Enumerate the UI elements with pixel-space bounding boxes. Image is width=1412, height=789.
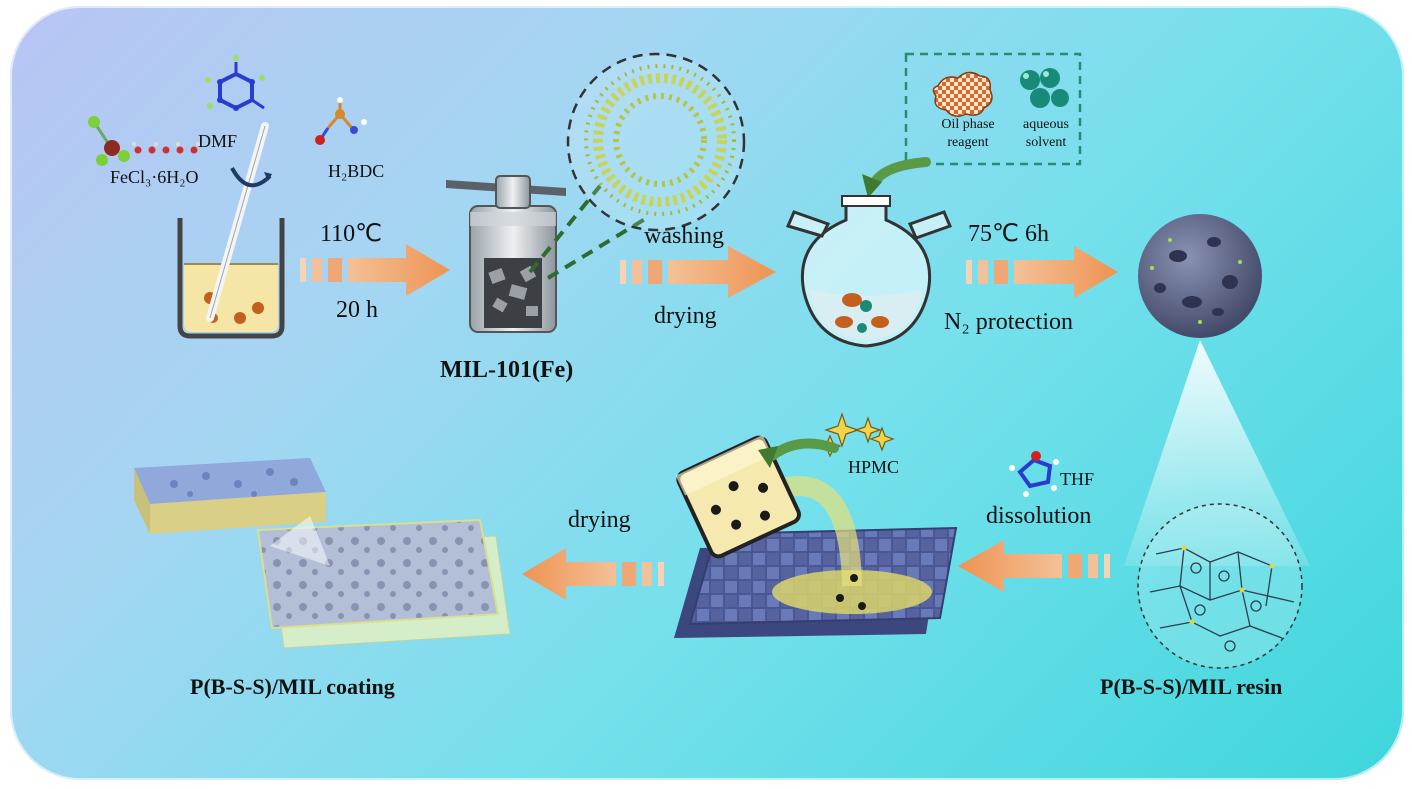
autoclave-icon — [446, 175, 566, 333]
coating-block-icon — [134, 458, 326, 534]
arrow-step2-icon — [620, 246, 776, 298]
fecl3-molecule-icon — [88, 116, 200, 166]
dmf-label: DMF — [198, 131, 238, 151]
oil-phase-label-1: Oil phase — [941, 117, 995, 132]
curved-arrow-icon — [862, 157, 931, 198]
curved-arrow-hpmc-icon — [758, 438, 839, 468]
step2-washing-label: washing — [644, 223, 724, 249]
aqueous-label-1: aqueous — [1023, 117, 1069, 132]
thf-molecule-icon — [1009, 451, 1059, 497]
three-neck-flask-icon — [785, 195, 953, 348]
aqueous-label-2: solvent — [1025, 135, 1067, 150]
arrow-step1-icon — [300, 244, 450, 296]
coating-layers-icon — [256, 516, 511, 649]
oil-phase-label-2: reagent — [947, 135, 989, 150]
pouring-beaker-icon — [675, 434, 801, 559]
resin-label: P(B-S-S)/MIL resin — [1100, 674, 1283, 699]
mof-structure-icon — [566, 52, 746, 232]
beaker-icon — [177, 122, 285, 339]
fabric-substrate-icon — [674, 476, 958, 638]
dissolution-label: dissolution — [986, 503, 1092, 529]
diagram-artwork — [88, 52, 1310, 669]
mil-101-label: MIL-101(Fe) — [440, 357, 574, 383]
step1-temp-label: 110℃ — [320, 221, 383, 247]
step3-condition-label: 75℃ 6h — [968, 221, 1049, 247]
arrow-step3-icon — [966, 246, 1118, 298]
step3-atmosphere-label: N₂ protection — [944, 309, 1073, 335]
h2bdc-molecule-icon — [315, 97, 367, 145]
step1-time-label: 20 h — [336, 297, 378, 323]
arrow-step4-icon — [958, 540, 1110, 592]
fecl3-label: FeCl₃·6H₂O — [110, 167, 199, 187]
step2-drying-label: drying — [654, 303, 717, 329]
h2bdc-label: H₂BDC — [328, 161, 385, 181]
magnification-cone — [1124, 340, 1310, 566]
step5-drying-label: drying — [568, 507, 631, 533]
coating-label: P(B-S-S)/MIL coating — [190, 674, 395, 699]
reagent-legend-box — [904, 52, 1082, 166]
polymer-network-icon — [1137, 503, 1303, 669]
resin-sphere-icon — [1138, 214, 1262, 338]
dmf-molecule-icon — [205, 55, 265, 111]
arrow-step5-icon — [522, 548, 664, 600]
diagram-panel — [10, 6, 1404, 780]
hpmc-label: HPMC — [848, 457, 900, 477]
thf-label: THF — [1060, 469, 1095, 489]
